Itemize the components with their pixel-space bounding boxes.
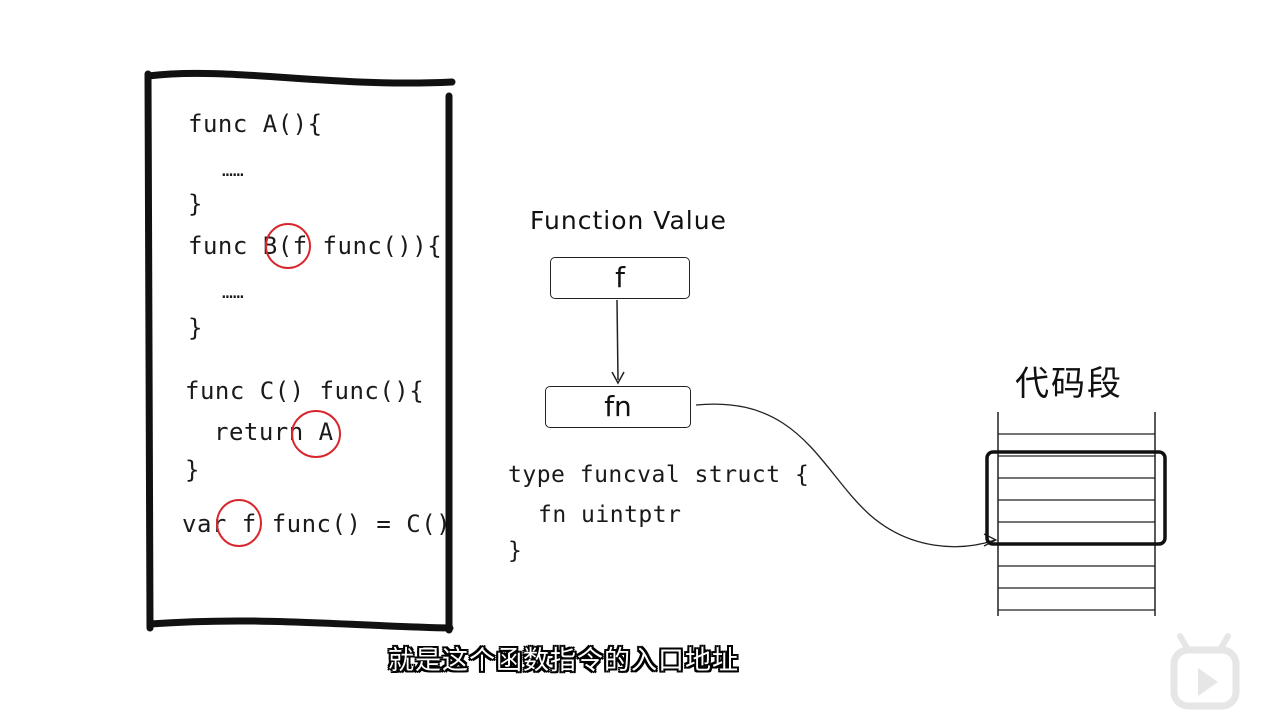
function-value-title: Function Value bbox=[530, 206, 727, 235]
code-segment-title: 代码段 bbox=[1015, 364, 1123, 404]
code-segment-highlight-box bbox=[985, 450, 1167, 546]
box-f: f bbox=[550, 257, 690, 299]
code-line-close-a: } bbox=[188, 190, 203, 218]
play-logo-icon bbox=[1170, 633, 1240, 710]
circle-return-a bbox=[291, 410, 341, 458]
code-line-func-b: func B(f func()){ bbox=[188, 232, 443, 260]
box-fn: fn bbox=[545, 386, 691, 428]
code-line-ellipsis-a: …… bbox=[222, 160, 244, 181]
circle-param-f bbox=[265, 223, 311, 269]
video-subtitle: 就是这个函数指令的入口地址 bbox=[388, 646, 740, 676]
code-line-func-c: func C() func(){ bbox=[185, 377, 425, 405]
code-line-close-c: } bbox=[185, 456, 200, 484]
code-line-ellipsis-b: …… bbox=[222, 282, 244, 303]
code-line-func-a: func A(){ bbox=[188, 110, 323, 138]
struct-line-field: fn uintptr bbox=[538, 502, 682, 528]
circle-var-f bbox=[216, 499, 262, 547]
box-f-label: f bbox=[615, 261, 625, 294]
struct-line-close: } bbox=[508, 538, 523, 564]
struct-line-type: type funcval struct { bbox=[508, 462, 810, 488]
code-line-var-f: var f func() = C() bbox=[182, 510, 452, 538]
code-line-close-b: } bbox=[188, 314, 203, 342]
box-fn-label: fn bbox=[604, 390, 632, 423]
code-line-return-a: return A bbox=[214, 418, 334, 446]
